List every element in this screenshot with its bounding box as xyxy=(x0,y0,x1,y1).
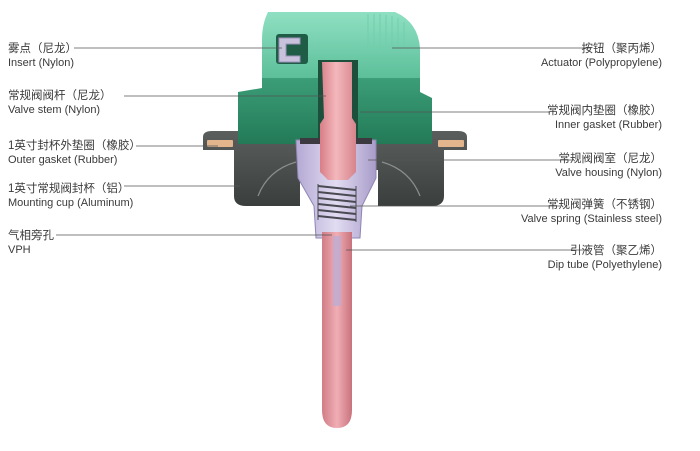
label-valve-spring: 常规阀弹簧（不锈钢） Valve spring (Stainless steel… xyxy=(521,198,662,226)
outer-gasket-right xyxy=(438,140,464,147)
label-dip-tube-zh: 引液管（聚乙烯） xyxy=(570,245,662,257)
label-valve-stem-zh: 常规阀阀杆（尼龙） xyxy=(8,90,112,102)
label-valve-spring-en: Valve spring (Stainless steel) xyxy=(520,213,662,225)
label-inner-gasket: 常规阀内垫圈（橡胶） Inner gasket (Rubber) xyxy=(547,104,662,132)
label-actuator: 按钮（聚丙烯） Actuator (Polypropylene) xyxy=(541,42,662,70)
label-outer-gasket: 1英寸封杯外垫圈（橡胶） Outer gasket (Rubber) xyxy=(8,139,141,167)
label-actuator-zh: 按钮（聚丙烯） xyxy=(581,43,663,55)
label-inner-gasket-en: Inner gasket (Rubber) xyxy=(555,119,662,131)
label-outer-gasket-en: Outer gasket (Rubber) xyxy=(8,154,118,166)
label-valve-spring-zh: 常规阀弹簧（不锈钢） xyxy=(547,199,662,211)
label-vph-zh: 气相旁孔 xyxy=(8,230,54,242)
label-valve-housing: 常规阀阀室（尼龙） Valve housing (Nylon) xyxy=(555,152,662,180)
label-dip-tube-en: Dip tube (Polyethylene) xyxy=(547,259,662,271)
insert xyxy=(278,37,301,63)
label-insert-en: Insert (Nylon) xyxy=(8,57,75,69)
label-mounting-cup-zh: 1英寸常规阀封杯（铝） xyxy=(8,183,130,195)
outer-gasket-left xyxy=(207,140,233,147)
cup-highlight-left xyxy=(257,161,297,197)
label-insert-zh: 雾点（尼龙） xyxy=(8,43,77,55)
label-mounting-cup: 1英寸常规阀封杯（铝） Mounting cup (Aluminum) xyxy=(8,182,133,210)
valve-stem xyxy=(320,62,356,180)
label-valve-housing-en: Valve housing (Nylon) xyxy=(555,167,662,179)
dip-tube xyxy=(322,232,352,428)
actuator-grip-ridges xyxy=(367,14,405,52)
leader-lines-left xyxy=(56,47,332,236)
label-inner-gasket-zh: 常规阀内垫圈（橡胶） xyxy=(547,105,662,117)
label-vph: 气相旁孔 VPH xyxy=(8,229,54,257)
label-dip-tube: 引液管（聚乙烯） Dip tube (Polyethylene) xyxy=(548,244,662,272)
label-valve-stem: 常规阀阀杆（尼龙） Valve stem (Nylon) xyxy=(8,89,112,117)
label-outer-gasket-zh: 1英寸封杯外垫圈（橡胶） xyxy=(8,140,141,152)
cup-highlight-right xyxy=(381,161,421,197)
label-vph-en: VPH xyxy=(8,244,31,256)
leader-lines-right xyxy=(346,47,590,251)
label-valve-stem-en: Valve stem (Nylon) xyxy=(8,104,101,116)
valve-spring xyxy=(317,184,357,222)
label-mounting-cup-en: Mounting cup (Aluminum) xyxy=(8,197,134,209)
dip-tube-inner xyxy=(333,236,341,306)
label-insert: 雾点（尼龙） Insert (Nylon) xyxy=(8,42,77,70)
label-valve-housing-zh: 常规阀阀室（尼龙） xyxy=(558,153,663,165)
label-actuator-en: Actuator (Polypropylene) xyxy=(540,57,662,69)
